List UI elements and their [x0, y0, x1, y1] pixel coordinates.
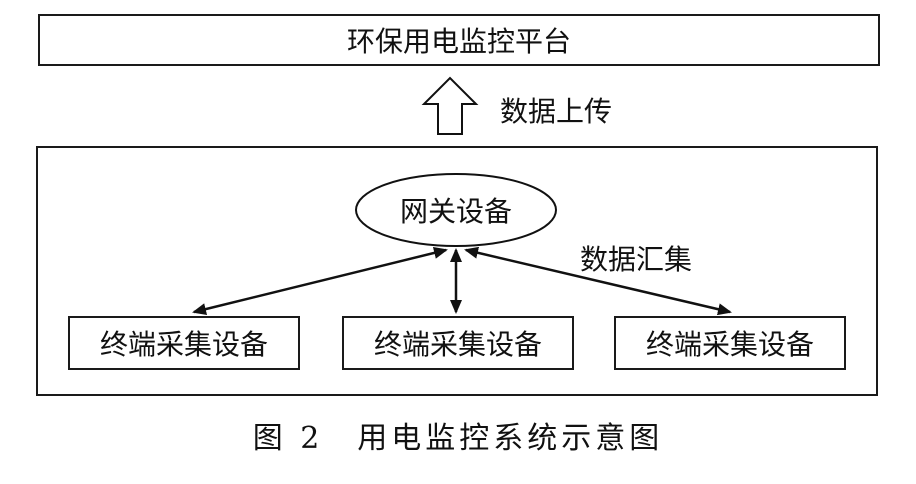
- upload-arrow-icon: [421, 76, 479, 135]
- device-box: 终端采集设备: [342, 316, 574, 370]
- gateway-label: 网关设备: [399, 195, 512, 228]
- gateway-ellipse: [355, 173, 557, 247]
- aggregate-label: 数据汇集: [580, 243, 693, 276]
- device-label: 终端采集设备: [373, 328, 542, 361]
- figure-caption: 图 2 用电监控系统示意图: [252, 421, 664, 456]
- platform-label: 环保用电监控平台: [346, 25, 571, 58]
- link-left: [192, 247, 448, 315]
- device-box: 终端采集设备: [68, 316, 300, 370]
- device-label: 终端采集设备: [645, 328, 814, 361]
- device-box: 终端采集设备: [614, 316, 846, 370]
- link-right: [464, 246, 732, 316]
- platform-box: 环保用电监控平台: [38, 14, 880, 66]
- upload-label: 数据上传: [500, 95, 613, 128]
- device-label: 终端采集设备: [99, 328, 268, 361]
- system-frame: [36, 146, 878, 396]
